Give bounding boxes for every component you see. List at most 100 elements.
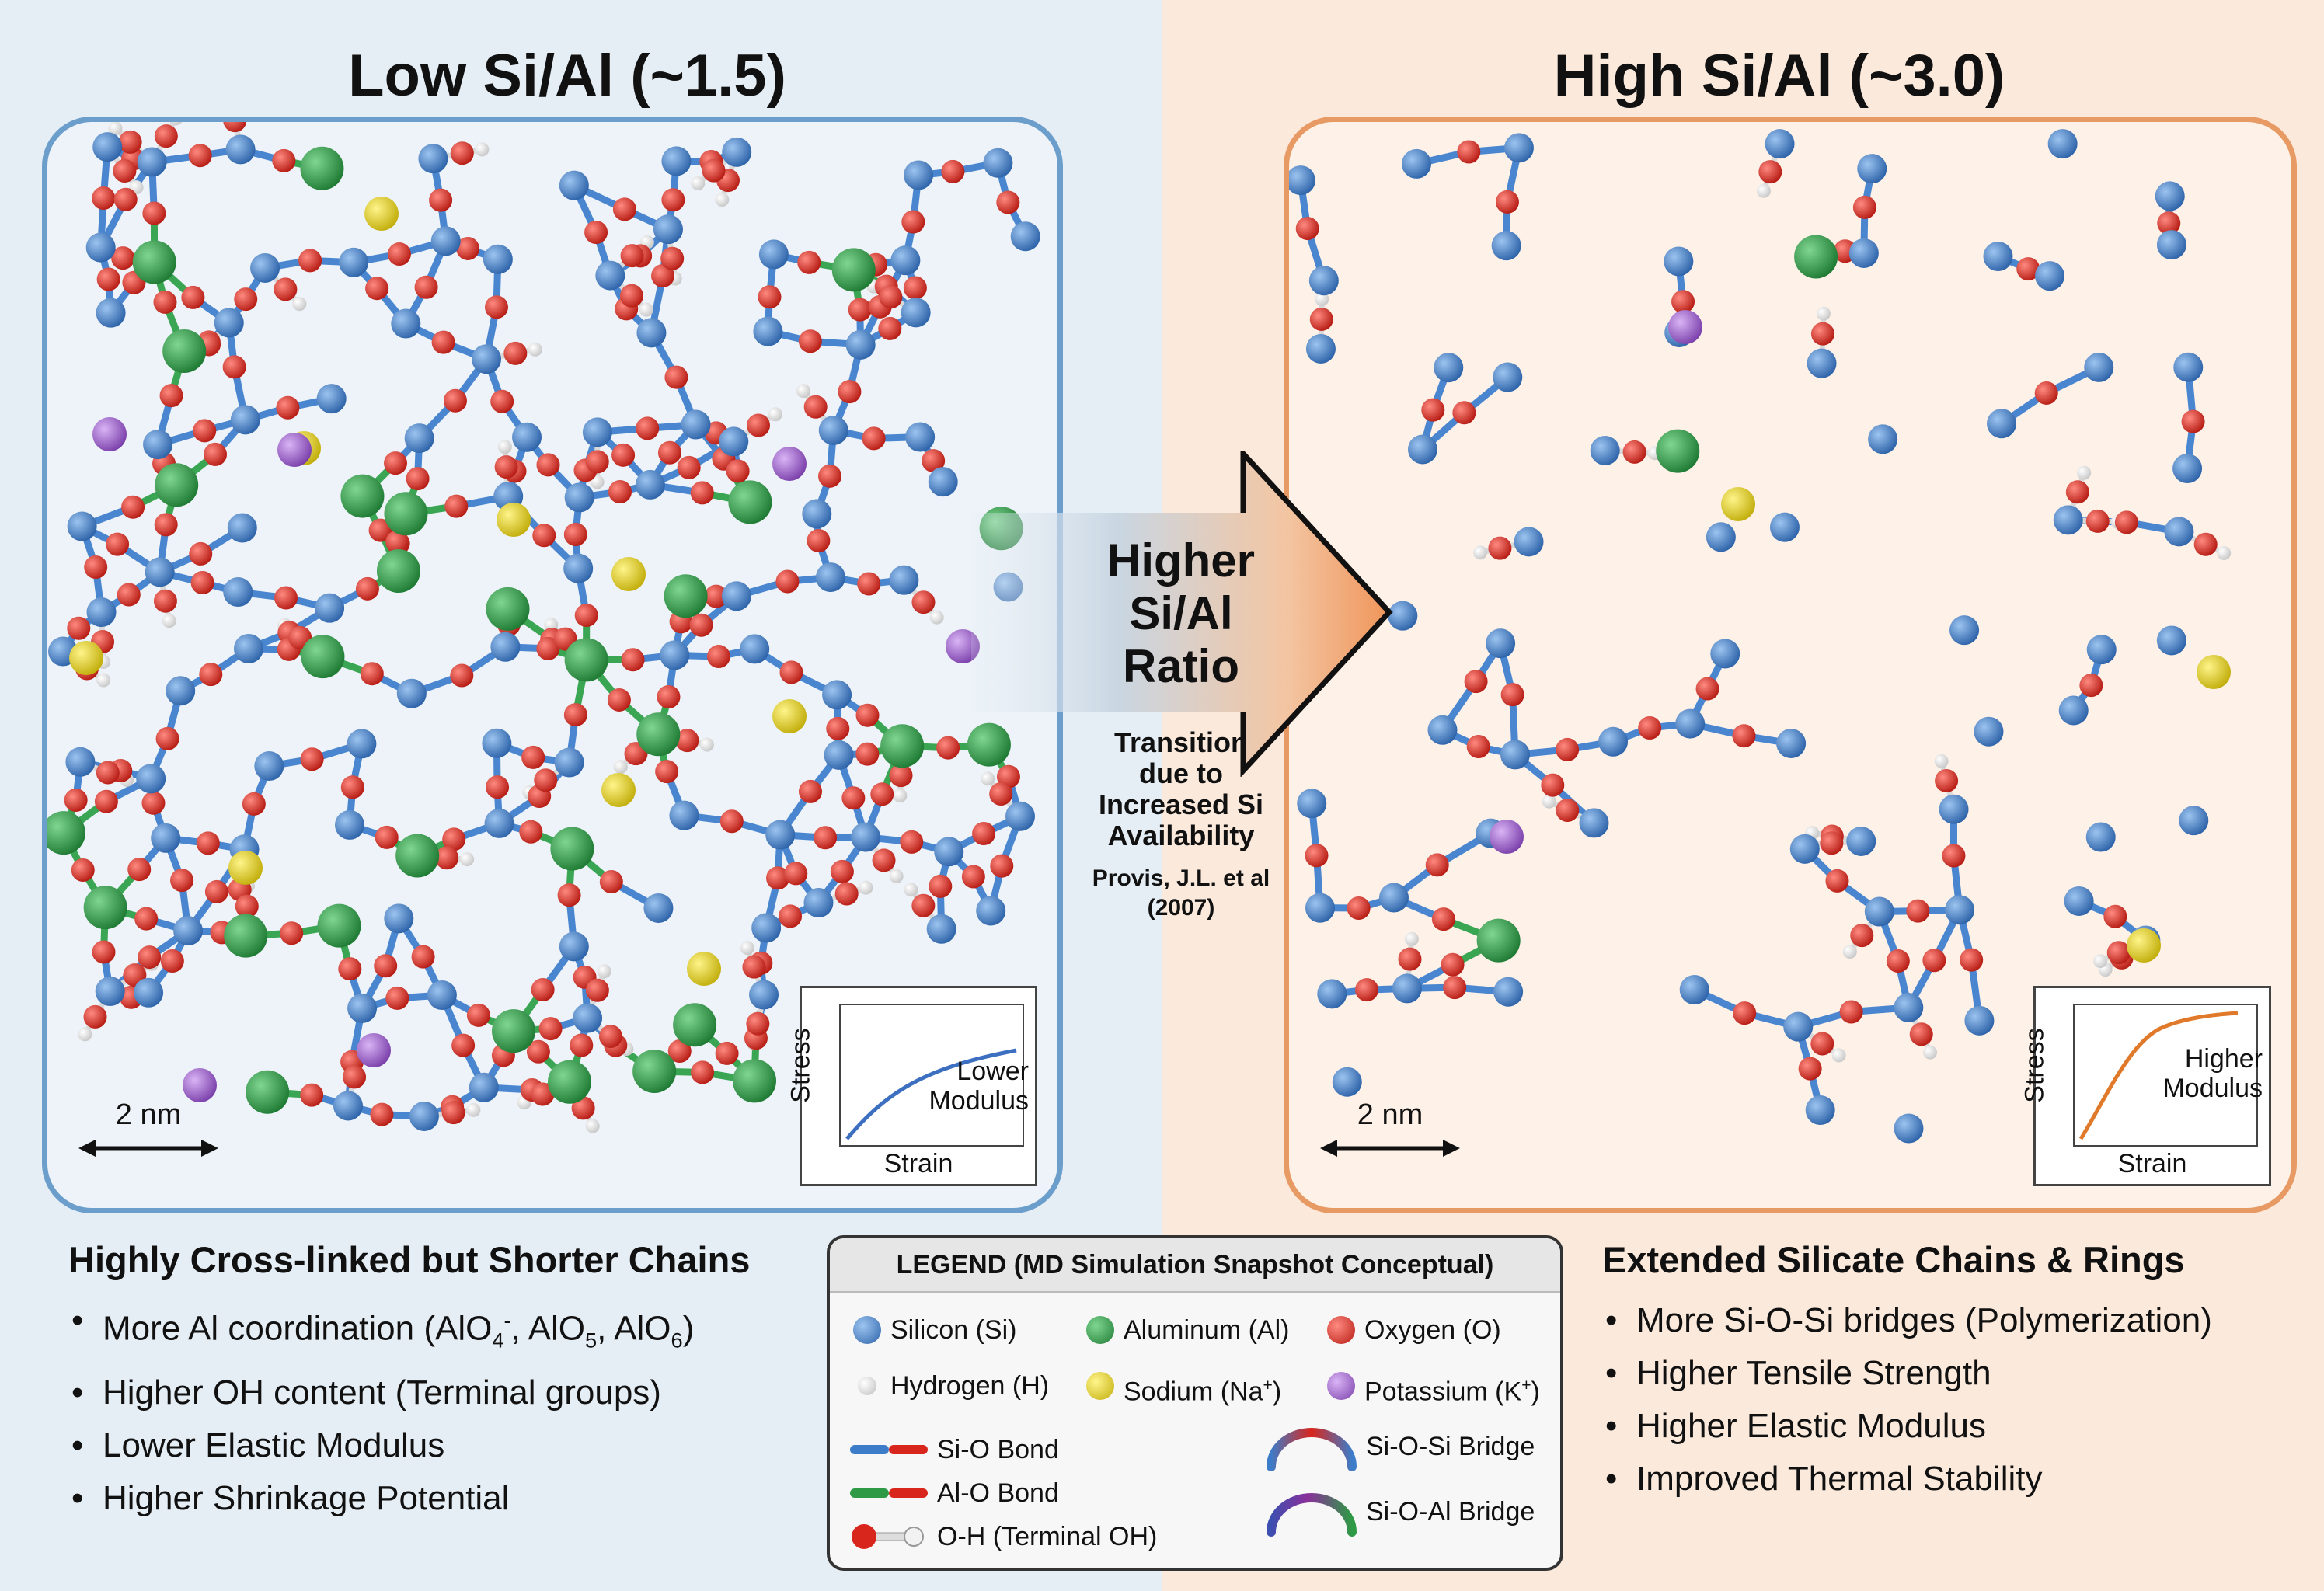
silicon-atom [316,384,347,414]
silicon-atom [2172,454,2203,484]
oxygen-atom [298,249,322,273]
hydrogen-atom [1473,545,1488,560]
left-scale-bar: 2 nm [78,1098,218,1160]
silicon-atom [1939,794,1969,824]
aluminum-atom [967,722,1011,767]
aluminum-atom [564,638,608,682]
oxygen-atom [996,190,1020,214]
silicon-atom [223,577,253,608]
oxygen-atom [611,443,636,467]
aluminum-atom [547,1060,591,1104]
hydrogen-atom [2093,954,2108,969]
oxygen-atom [435,846,459,870]
oxygen-atom [557,883,581,907]
silicon-atom [1846,826,1876,856]
oxygen-atom [374,954,398,978]
silicon-atom [976,896,1006,926]
potassium-ion [1668,310,1702,344]
oxygen-atom [92,186,116,211]
silicon-atom [563,553,594,583]
oxygen-atom [677,455,701,479]
low-si-al-molecular-network [47,122,1040,1133]
oxygen-atom [2016,257,2040,281]
oxygen-atom [612,197,636,221]
silicon-atom [582,417,612,447]
right-stress-strain-inset: Stress Higher Modulus Strain [2020,986,2271,1186]
oxygen-atom [526,1039,550,1064]
silicon-atom [1305,893,1336,923]
oxygen-atom [1909,1022,1933,1046]
oxygen-atom [450,663,474,688]
aluminum-atom [301,635,345,679]
hydrogen-atom [1934,754,1949,768]
oxygen-atom [118,130,142,154]
oxygen-atom [1906,899,1930,923]
oxygen-atom [758,285,782,309]
oxygen-atom [2193,532,2218,556]
silicon-atom [1807,348,1837,378]
silicon-atom [86,597,117,628]
hydrogen-atom [292,297,307,312]
oxygen-atom [2085,509,2110,533]
oxygen-atom [862,426,886,451]
oxygen-atom [607,688,631,712]
oxygen-atom [1733,1001,1757,1025]
oxygen-atom [235,894,259,918]
oxygen-atom [660,246,685,270]
silicon-atom [512,422,542,452]
oxygen-atom [657,440,681,465]
oxygen-atom [636,416,660,440]
oxygen-atom [747,413,771,437]
oxygen-atom [1922,949,1946,973]
oxygen-atom [159,384,183,408]
silicon-atom [983,148,1013,178]
silicon-atom [1491,231,1521,261]
oxygen-atom [338,957,362,981]
aluminum-atom [636,712,681,757]
oxygen-atom [83,1004,107,1029]
oxygen-atom [2157,211,2181,235]
oxygen-atom [814,826,838,850]
left-title: Low Si/Al (~1.5) [348,43,786,109]
oxygen-atom [384,451,408,475]
left-inset-xlabel: Strain [883,1149,953,1178]
arrow-citation: Provis, J.L. et al (2007) [1064,864,1298,923]
oxygen-atom [1960,948,1984,972]
right-properties: Extended Silicate Chains & Rings More Si… [1602,1235,2301,1506]
silicon-atom [2058,695,2089,726]
hydrogen-atom [859,880,873,895]
oxygen-atom [2103,904,2127,928]
sodium-ion [601,773,636,807]
hydrogen-atom [893,789,908,803]
silicon-atom [559,170,589,200]
hydrogen-atom [597,964,611,979]
oxygen-atom [911,893,936,917]
right-inset-ylabel: Stress [2019,1028,2050,1103]
silicon-atom [2047,129,2078,159]
oxygen-atom [1355,978,1379,1002]
right-inset-note: Higher Modulus [2162,1044,2263,1103]
oxygen-atom [274,277,298,301]
oxygen-atom [661,188,685,212]
oxygen-atom [276,395,300,420]
si-o-si-bridge-icon [1267,1428,1357,1471]
hydrogen-atom [639,302,653,317]
silicon-atom [1434,353,1464,383]
right-stress-strain-curve [2078,1011,2239,1140]
silicon-atom [1332,1067,1362,1097]
oxygen-atom [775,569,800,594]
silicon-atom [595,260,625,291]
hydrogen-atom [466,1102,481,1117]
hydrogen-atom [169,122,182,126]
right-note-line1: Higher [2184,1044,2263,1074]
oxygen-atom [96,761,120,785]
oxygen-atom [538,1017,563,1041]
silicon-atom [2155,181,2185,211]
silicon-atom [151,823,181,853]
oxygen-atom [2114,510,2138,534]
silicon-atom [660,640,690,670]
aluminum-atom [384,492,428,536]
oxygen-atom [664,365,688,389]
oxygen-atom [803,395,828,419]
oxygen-atom [365,277,389,301]
